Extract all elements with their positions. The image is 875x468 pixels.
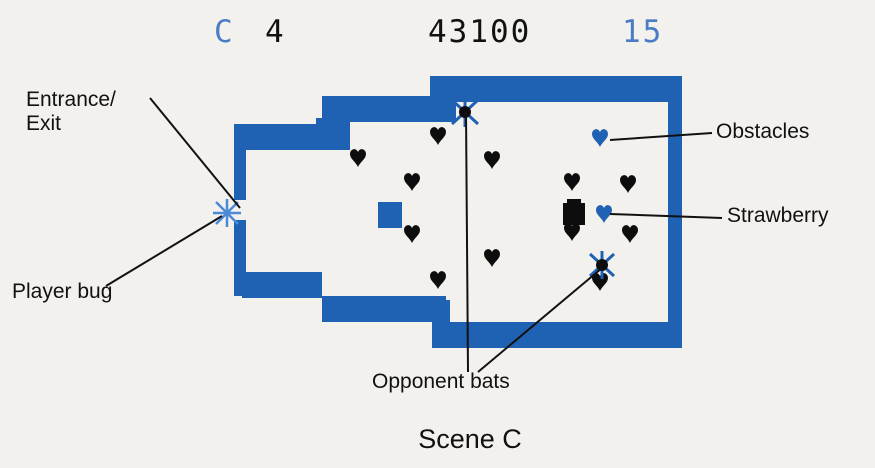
heart-icon — [484, 151, 500, 169]
player-bug-label: Player bug — [12, 280, 112, 304]
obstacles-label: Obstacles — [716, 120, 809, 144]
heart-icon — [430, 271, 446, 289]
heart-icon — [564, 223, 580, 241]
obstacle-heart-icon — [596, 205, 612, 223]
heart-icon — [430, 127, 446, 145]
heart-icon — [592, 273, 608, 291]
heart-icon — [404, 173, 420, 191]
heart-icon — [484, 249, 500, 267]
heart-icon — [620, 175, 636, 193]
scene-caption: Scene C — [0, 424, 875, 455]
heart-icon — [622, 225, 638, 243]
strawberry-label: Strawberry — [727, 204, 829, 228]
heart-icon — [404, 225, 420, 243]
opponent-bats-label: Opponent bats — [372, 370, 510, 394]
heart-icon — [564, 173, 580, 191]
entrance-exit-label: Entrance/ Exit — [26, 88, 116, 136]
heart-icon — [350, 149, 366, 167]
obstacle-heart-icon — [592, 129, 608, 147]
strawberry-icon — [563, 199, 585, 225]
